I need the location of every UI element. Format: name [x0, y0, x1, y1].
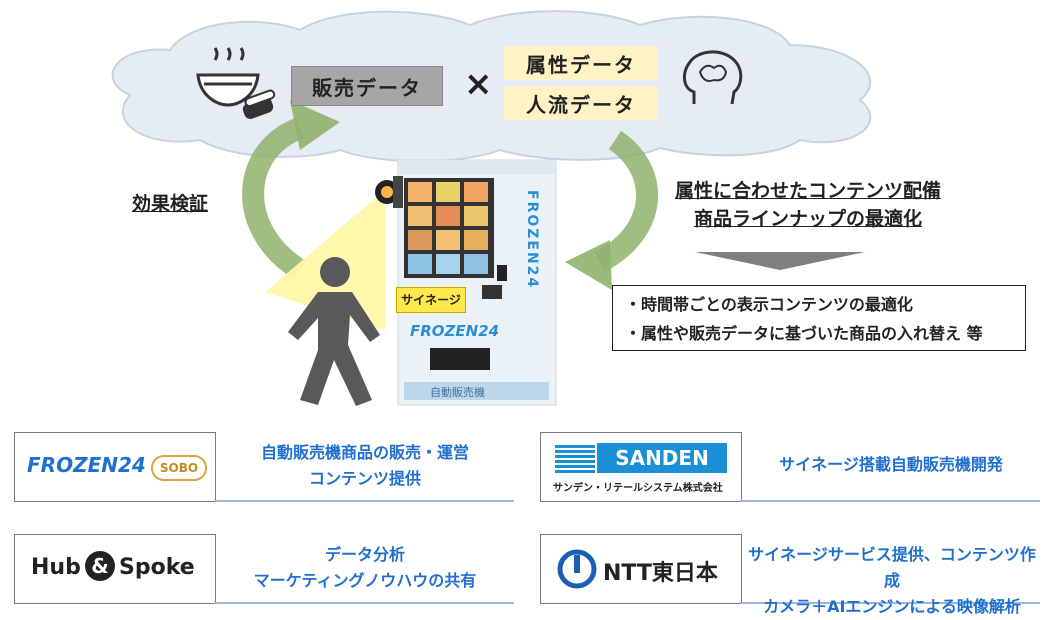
partner-logo-hubspoke: Hub & Spoke	[14, 534, 216, 604]
partner-desc-frozen24: 自動販売機商品の販売・運営 コンテンツ提供	[220, 440, 510, 492]
partner-underline	[214, 602, 514, 604]
sanden-stripes-icon	[555, 443, 595, 473]
optimization-label-line: 商品ラインナップの最適化	[658, 205, 958, 233]
frozen24-logo-text: FROZEN24	[27, 453, 146, 477]
partner-desc-line: 自動販売機商品の販売・運営	[220, 440, 510, 466]
partner-desc-line: データ分析	[220, 542, 510, 568]
partner-underline	[214, 500, 514, 502]
sanden-company-name: サンデン・リテールシステム株式会社	[553, 479, 723, 494]
partner-logo-frozen24: FROZEN24 SOBO	[14, 432, 216, 502]
partner-desc-ntt: サイネージサービス提供、コンテンツ作成 カメラ＋AIエンジンによる映像解析	[742, 542, 1042, 620]
sobo-logo: SOBO	[151, 455, 207, 481]
measure-item: ・属性や販売データに基づいた商品の入れ替え 等	[625, 319, 1013, 348]
sales-data-box: 販売データ	[291, 66, 443, 106]
partner-desc-line: サイネージサービス提供、コンテンツ作成	[742, 542, 1042, 594]
times-symbol: ×	[464, 64, 493, 104]
machine-vertical-brand: FROZEN24	[520, 190, 540, 289]
down-arrow	[695, 252, 865, 270]
ntt-logo-text: NTT東日本	[603, 555, 718, 587]
partner-desc-line: コンテンツ提供	[220, 466, 510, 492]
partner-desc-line: サイネージ搭載自動販売機開発	[746, 452, 1036, 478]
hub-logo-text: Hub	[31, 555, 81, 580]
signage-label: サイネージ	[396, 287, 466, 313]
ntt-logo-icon	[557, 549, 597, 589]
partner-desc-sanden: サイネージ搭載自動販売機開発	[746, 452, 1036, 478]
sanden-logo-text: SANDEN	[597, 443, 727, 473]
partner-logo-sanden: SANDEN サンデン・リテールシステム株式会社	[540, 432, 742, 502]
feedback-arrow-right	[565, 140, 647, 290]
effect-verification-label: 効果検証	[132, 189, 208, 216]
partner-logo-ntt: NTT東日本	[540, 534, 742, 604]
machine-front-brand: FROZEN24	[410, 322, 499, 340]
machine-bottom-text: 自動販売機	[430, 384, 485, 400]
optimization-label-line: 属性に合わせたコンテンツ配備	[658, 177, 958, 205]
partner-underline	[740, 500, 1040, 502]
attribute-data-box: 属性データ	[504, 46, 658, 80]
measure-item: ・時間帯ごとの表示コンテンツの最適化	[625, 290, 1013, 319]
partner-desc-hubspoke: データ分析 マーケティングノウハウの共有	[220, 542, 510, 594]
traffic-data-box: 人流データ	[504, 86, 658, 120]
partner-desc-line: マーケティングノウハウの共有	[220, 568, 510, 594]
spoke-logo-text: Spoke	[119, 555, 195, 580]
ampersand-icon: &	[85, 551, 115, 581]
optimization-label: 属性に合わせたコンテンツ配備 商品ラインナップの最適化	[658, 177, 958, 233]
measures-box: ・時間帯ごとの表示コンテンツの最適化 ・属性や販売データに基づいた商品の入れ替え…	[612, 285, 1026, 351]
partner-desc-line: カメラ＋AIエンジンによる映像解析	[742, 594, 1042, 620]
